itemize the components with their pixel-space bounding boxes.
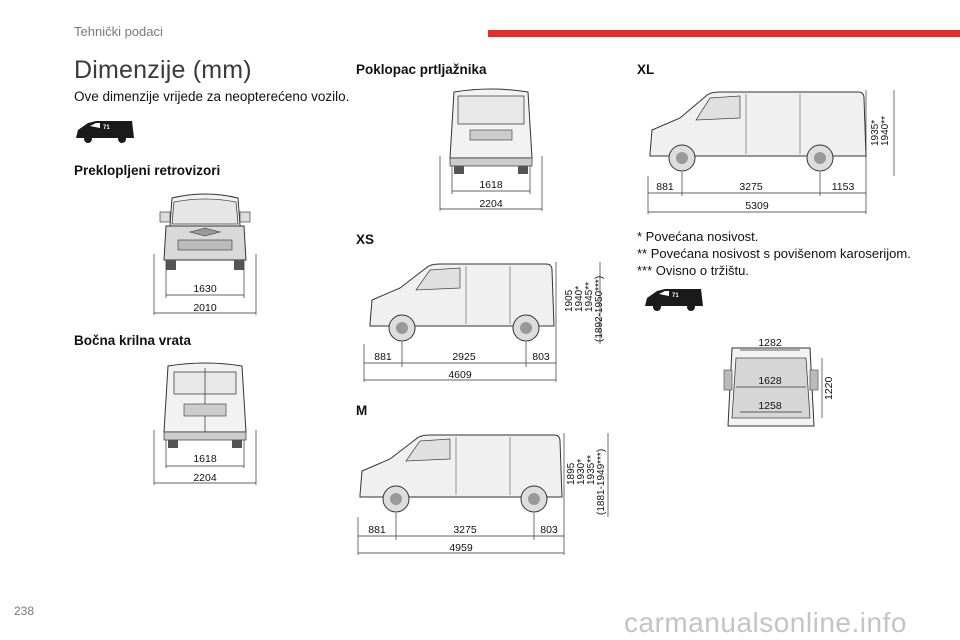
footnotes: * Povećana nosivost. ** Povećana nosivos… [637,228,911,279]
page-number: 238 [14,604,35,618]
xl-heading: XL [637,62,655,77]
xl-front-label: 881 [656,181,674,193]
van-icon: 71 [645,289,703,311]
van-icon: 71 [76,121,134,143]
cargo-top-width-label: 1282 [758,337,782,349]
tailgate-width-label: 1618 [479,179,503,191]
intro-text: Ove dimenzije vrijede za neopterećeno vo… [74,89,350,104]
xs-height-2: 1940* [574,286,585,312]
cargo-height-label: 1220 [823,376,835,400]
cargo-bottom-width-label: 1258 [758,400,782,412]
xl-rear-label: 1153 [832,181,855,193]
xs-front-label: 881 [374,351,392,363]
front-view-diagram: 1630 2010 [150,190,260,320]
tailgate-heading: Poklopac prtljažnika [356,62,487,77]
xl-length-label: 5309 [745,200,769,212]
section-header: Tehnički podaci [74,24,163,39]
xl-height-2: 1940** [880,116,891,146]
xs-side-view: 881 2925 803 4609 1905 1940* 1945** (189… [363,262,605,382]
xl-side-view: 881 3275 1153 5309 1935* 1940** [647,90,895,214]
m-height-2: 1930* [576,459,587,485]
m-height-1: 1895 [566,462,577,485]
side-doors-total-label: 2204 [193,472,217,484]
xs-heading: XS [356,232,375,247]
m-rear-label: 803 [540,524,558,536]
xs-height-1: 1905 [564,289,575,312]
xl-wheelbase-label: 3275 [739,181,763,193]
m-height-4: (1881-1949***) [596,449,607,515]
xs-wheelbase-label: 2925 [452,351,476,363]
cargo-width-label: 1628 [758,375,782,387]
mirrors-heading: Preklopljeni retrovizori [74,163,221,178]
mirrors-total-label: 2010 [193,302,217,314]
xs-height-3: 1945** [584,282,595,312]
xl-height-1: 1935* [870,120,881,146]
footnote-3: *** Ovisno o tržištu. [637,263,749,278]
xs-height-4: (1892-1950***) [594,276,605,342]
m-height-3: 1935** [586,455,597,485]
accent-bar [488,30,960,37]
mirrors-width-label: 1630 [193,283,217,295]
rear-doors-diagram: 1618 2204 [153,362,257,485]
m-heading: M [356,403,368,418]
side-doors-heading: Bočna krilna vrata [74,333,192,348]
m-wheelbase-label: 3275 [453,524,477,536]
m-front-label: 881 [368,524,386,536]
watermark: carmanualsonline.info [624,607,907,638]
xs-length-label: 4609 [448,369,472,381]
tailgate-total-label: 2204 [479,198,503,210]
cargo-opening-diagram: 1282 1628 1258 1220 [723,337,835,427]
rear-tailgate-diagram: 1618 2204 [439,88,543,211]
xs-rear-label: 803 [532,351,550,363]
footnote-1: * Povećana nosivost. [637,229,759,244]
side-doors-width-label: 1618 [193,453,217,465]
svg-text:71: 71 [103,125,110,131]
m-side-view: 881 3275 803 4959 1895 1930* 1935** (188… [357,433,609,555]
page-title: Dimenzije (mm) [74,56,252,84]
svg-text:71: 71 [672,293,679,299]
m-length-label: 4959 [449,542,473,554]
footnote-2: ** Povećana nosivost s povišenom karoser… [637,246,911,261]
